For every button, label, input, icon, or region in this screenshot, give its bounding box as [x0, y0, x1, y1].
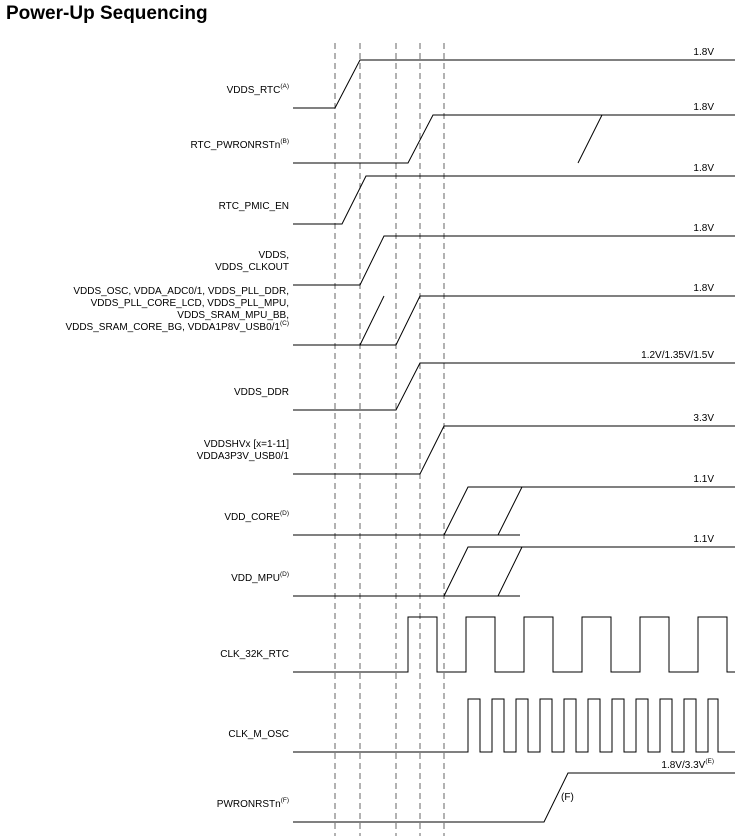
voltage-level-text: 1.8V	[693, 283, 714, 294]
waveform-vdds-osc-group	[293, 295, 735, 346]
signal-label-vddshvx: VDDA3P3V_USB0/1	[197, 451, 290, 462]
waveform-vdds-osc-group-edge-1	[359, 295, 385, 346]
waveform-rtc-pmic-en	[293, 175, 735, 225]
signal-label-vdds-osc-group: VDDS_SRAM_MPU_BB,	[177, 310, 289, 321]
voltage-level-text: 3.3V	[693, 413, 714, 424]
signal-row-pwronrstn: PWRONRSTn(F)1.8V/3.3V(E)(F)	[217, 758, 735, 823]
signal-note: (B)	[280, 138, 289, 145]
signal-label-text: RTC_PMIC_EN	[219, 201, 289, 212]
voltage-level-text: 1.8V	[693, 47, 714, 58]
voltage-level-vdd-mpu: 1.1V	[693, 534, 714, 545]
waveform-clk-32k-rtc	[293, 616, 735, 673]
voltage-level-vdds-ddr: 1.2V/1.35V/1.5V	[641, 350, 714, 361]
voltage-level-rtc-pmic-en: 1.8V	[693, 163, 714, 174]
signal-label-text: VDDS_CLKOUT	[215, 262, 289, 273]
signal-label-clk-m-osc: CLK_M_OSC	[228, 729, 289, 740]
waveform-vdds	[293, 235, 735, 286]
signal-label-vdd-core: VDD_CORE(D)	[224, 510, 289, 523]
signal-label-text: PWRONRSTn	[217, 799, 281, 810]
waveform-vdds-ddr	[293, 362, 735, 411]
timing-guide-lines	[334, 43, 445, 836]
waveform-vddshvx	[293, 425, 735, 475]
voltage-level-text: 1.1V	[693, 534, 714, 545]
waveform-vdd-core-edge-2	[497, 486, 523, 536]
voltage-level-text: 1.8V	[693, 223, 714, 234]
signal-row-rtc-pmic-en: RTC_PMIC_EN 1.8V	[219, 163, 735, 225]
signal-label-text: CLK_32K_RTC	[220, 649, 289, 660]
signal-row-vdd-core: VDD_CORE(D) 1.1V	[224, 474, 735, 536]
signal-label-vdds-ddr: VDDS_DDR	[234, 387, 289, 398]
signal-row-vdds-ddr: VDDS_DDR 1.2V/1.35V/1.5V	[234, 350, 735, 411]
voltage-level-vdds: 1.8V	[693, 223, 714, 234]
signal-label-text: RTC_PWRONRSTn	[191, 140, 281, 151]
signal-row-clk-m-osc: CLK_M_OSC	[228, 698, 735, 753]
voltage-level-text: 1.8V/3.3V	[661, 760, 705, 771]
signal-label-vdds: VDDS,	[258, 250, 289, 261]
voltage-level-note: (E)	[705, 758, 714, 765]
signal-label-vdds-osc-group: VDDS_PLL_CORE_LCD, VDDS_PLL_MPU,	[91, 298, 289, 309]
waveform-vdd-core-edge-1	[443, 486, 735, 536]
voltage-level-text: 1.8V	[693, 163, 714, 174]
signal-label-text: VDDS_DDR	[234, 387, 289, 398]
waveform-vdd-mpu-edge-1	[443, 546, 735, 597]
waveform-rtc-pwronrstn	[293, 114, 735, 164]
page-title: Power-Up Sequencing	[6, 3, 208, 24]
waveform-vdds-rtc	[293, 59, 735, 109]
signal-row-vdd-mpu: VDD_MPU(D) 1.1V	[231, 534, 735, 597]
signal-label-text: VDDSHVx [x=1-11]	[204, 439, 289, 450]
signal-note: (D)	[280, 510, 289, 517]
voltage-level-pwronrstn: 1.8V/3.3V(E)	[661, 758, 714, 771]
signal-label-text: VDD_CORE	[224, 512, 280, 523]
voltage-level-vdds-osc-group: 1.8V	[693, 283, 714, 294]
signal-note: (D)	[280, 571, 289, 578]
signal-row-vdds-rtc: VDDS_RTC(A) 1.8V	[227, 47, 735, 109]
waveform-pwronrstn	[293, 772, 735, 823]
signal-note: (F)	[281, 797, 289, 804]
signal-label-text: VDDS_RTC	[227, 85, 281, 96]
signal-label-rtc-pwronrstn: RTC_PWRONRSTn(B)	[191, 138, 290, 151]
signal-label-text: VDDS,	[258, 250, 289, 261]
voltage-level-text: 1.2V/1.35V/1.5V	[641, 350, 714, 361]
signal-label-clk-32k-rtc: CLK_32K_RTC	[220, 649, 289, 660]
signal-label-rtc-pmic-en: RTC_PMIC_EN	[219, 201, 289, 212]
waveform-vdd-mpu-edge-2	[497, 546, 523, 597]
signal-row-rtc-pwronrstn: RTC_PWRONRSTn(B) 1.8V	[191, 102, 735, 164]
voltage-level-text: 1.1V	[693, 474, 714, 485]
signal-row-vddshvx: VDDSHVx [x=1-11]VDDA3P3V_USB0/1 3.3V	[197, 413, 735, 475]
voltage-level-rtc-pwronrstn: 1.8V	[693, 102, 714, 113]
signal-label-text: VDD_MPU	[231, 573, 280, 584]
signal-rows: VDDS_RTC(A)1.8VRTC_PWRONRSTn(B)1.8VRTC_P…	[65, 47, 735, 823]
signal-label-vddshvx: VDDSHVx [x=1-11]	[204, 439, 289, 450]
waveform-rtc-pwronrstn-edge-1	[577, 114, 603, 164]
signal-label-text: VDDA3P3V_USB0/1	[197, 451, 290, 462]
signal-label-vdd-mpu: VDD_MPU(D)	[231, 571, 289, 584]
signal-row-vdds-osc-group: VDDS_OSC, VDDA_ADC0/1, VDDS_PLL_DDR,VDDS…	[65, 283, 735, 346]
waveform-clk-m-osc	[293, 698, 735, 753]
signal-label-vdds-rtc: VDDS_RTC(A)	[227, 83, 289, 96]
signal-label-text: CLK_M_OSC	[228, 729, 289, 740]
signal-label-text: VDDS_SRAM_MPU_BB,	[177, 310, 289, 321]
signal-note: (C)	[280, 320, 289, 327]
signal-label-text: VDDS_OSC, VDDA_ADC0/1, VDDS_PLL_DDR,	[73, 286, 289, 297]
voltage-level-vdd-core: 1.1V	[693, 474, 714, 485]
signal-row-clk-32k-rtc: CLK_32K_RTC	[220, 616, 735, 673]
signal-label-vdds-osc-group: VDDS_SRAM_CORE_BG, VDDA1P8V_USB0/1(C)	[65, 320, 289, 333]
edge-note-f: (F)	[561, 792, 574, 803]
signal-label-pwronrstn: PWRONRSTn(F)	[217, 797, 289, 810]
voltage-level-vdds-rtc: 1.8V	[693, 47, 714, 58]
signal-label-vdds-osc-group: VDDS_OSC, VDDA_ADC0/1, VDDS_PLL_DDR,	[73, 286, 289, 297]
signal-label-text: VDDS_PLL_CORE_LCD, VDDS_PLL_MPU,	[91, 298, 289, 309]
signal-label-text: VDDS_SRAM_CORE_BG, VDDA1P8V_USB0/1	[65, 322, 280, 333]
signal-row-vdds: VDDS,VDDS_CLKOUT 1.8V	[215, 223, 735, 286]
signal-note: (A)	[280, 83, 289, 90]
signal-label-vdds: VDDS_CLKOUT	[215, 262, 289, 273]
voltage-level-vddshvx: 3.3V	[693, 413, 714, 424]
voltage-level-text: 1.8V	[693, 102, 714, 113]
